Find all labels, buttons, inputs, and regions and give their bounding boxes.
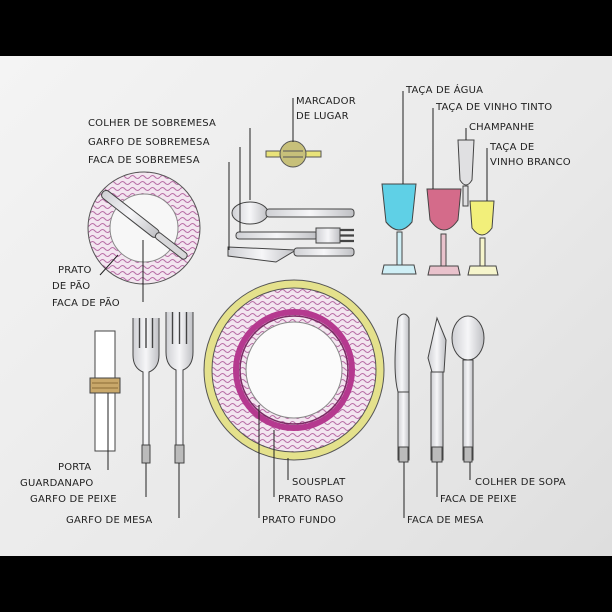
napkin-icon — [90, 331, 120, 451]
label-marcador-2: DE LUGAR — [296, 111, 349, 122]
label-garfo-mesa: GARFO DE MESA — [66, 515, 152, 526]
dessert-fork-icon — [236, 228, 354, 243]
label-garfo-sobremesa: GARFO DE SOBREMESA — [88, 137, 210, 148]
label-prato-raso: PRATO RASO — [278, 494, 343, 505]
table-fork-icon — [166, 312, 193, 463]
label-faca-peixe: FACA DE PEIXE — [440, 494, 517, 505]
label-garfo-peixe: GARFO DE PEIXE — [30, 494, 117, 505]
prato-fundo-icon — [246, 322, 342, 418]
fish-fork-icon — [133, 318, 159, 463]
label-prato-pao-2: DE PÃO — [52, 279, 90, 292]
label-champanhe: CHAMPANHE — [469, 122, 534, 133]
dessert-cutlery — [228, 202, 354, 262]
water-glass-icon — [382, 184, 416, 274]
label-marcador-1: MARCADOR — [296, 96, 356, 107]
label-colher-sobremesa: COLHER DE SOBREMESA — [88, 118, 216, 129]
red-wine-glass-icon — [427, 189, 461, 275]
label-faca-pao: FACA DE PÃO — [52, 296, 120, 309]
label-colher-sopa: COLHER DE SOPA — [475, 477, 566, 488]
label-porta-guardanapo-2: GUARDANAPO — [20, 478, 93, 489]
table-knife-icon — [395, 314, 409, 462]
dessert-knife-icon — [228, 247, 354, 262]
label-vinho-branco-2: VINHO BRANCO — [490, 157, 571, 168]
white-wine-glass-icon — [468, 201, 498, 275]
label-prato-fundo: PRATO FUNDO — [262, 515, 336, 526]
dessert-spoon-icon — [232, 202, 354, 224]
label-faca-mesa: FACA DE MESA — [407, 515, 483, 526]
bread-plate-group — [88, 172, 200, 284]
plate-stack — [204, 280, 384, 460]
label-taca-vinho-tinto: TAÇA DE VINHO TINTO — [435, 102, 552, 113]
label-vinho-branco-1: TAÇA DE — [489, 142, 534, 153]
glasses — [382, 140, 498, 275]
label-taca-agua: TAÇA DE ÁGUA — [405, 83, 483, 96]
label-faca-sobremesa: FACA DE SOBREMESA — [88, 155, 200, 166]
label-sousplat: SOUSPLAT — [292, 477, 346, 488]
place-card-icon — [266, 141, 321, 167]
label-prato-pao-1: PRATO — [58, 265, 92, 276]
label-porta-guardanapo-1: PORTA — [58, 462, 91, 473]
fish-knife-icon — [428, 318, 446, 462]
soup-spoon-icon — [452, 316, 484, 462]
napkin-ring-icon — [90, 378, 120, 393]
